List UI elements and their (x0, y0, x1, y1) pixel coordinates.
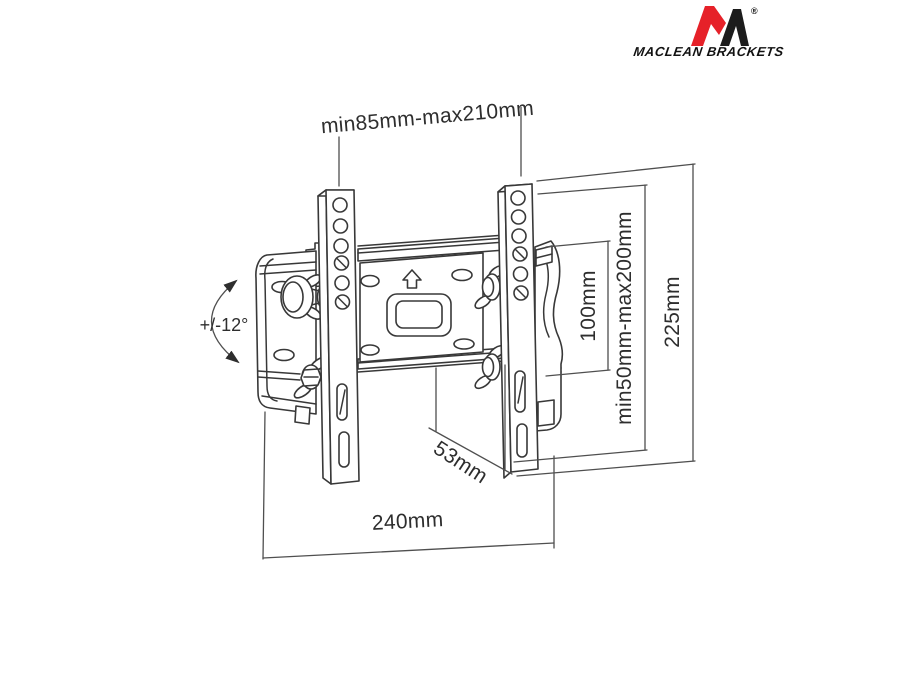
right-tilt-arm-profile (524, 240, 564, 432)
dim-depth-label: 53mm (429, 437, 491, 489)
mount-slot (360, 274, 380, 288)
wall-plate (359, 252, 484, 363)
rail-hole (512, 266, 529, 282)
dim-vesa-height-label: 100mm (577, 270, 600, 342)
right-wing-screw-top[interactable] (473, 263, 507, 311)
dim-total-width-label: 240mm (371, 508, 444, 535)
rail-hole (332, 197, 348, 213)
left-tilt-arm (255, 242, 323, 425)
tilt-angle-label: +/-12° (200, 315, 249, 335)
mount-assembly (255, 183, 564, 485)
mount-slot (360, 344, 380, 356)
logo-m-black (720, 9, 749, 46)
rail-slot (516, 423, 528, 458)
dim-total-height-label: 225mm (661, 276, 684, 348)
rail-hole (332, 218, 349, 234)
dim-height-range-label: min50mm-max200mm (613, 211, 636, 425)
up-arrow-icon (402, 269, 422, 289)
rail-hole (333, 238, 349, 254)
tilt-arc-arrow (210, 279, 240, 364)
right-tv-rail (497, 183, 539, 479)
mount-slot (451, 268, 473, 282)
brand-name: MACLEAN BRACKETS (633, 44, 785, 59)
maclean-logo: ® MACLEAN BRACKETS (633, 6, 785, 59)
dim-top-width-label: min85mm-max210mm (320, 97, 535, 139)
left-wing-screw[interactable] (257, 355, 330, 401)
registered-mark: ® (751, 6, 758, 16)
left-tv-rail (317, 189, 360, 485)
mount-slot (453, 338, 475, 350)
rail-hole (334, 275, 350, 291)
rail-hole (510, 190, 526, 206)
rail-hole (510, 209, 527, 225)
rail-slot (338, 431, 350, 468)
logo-m-red (691, 6, 726, 46)
rail-hole (511, 228, 527, 244)
